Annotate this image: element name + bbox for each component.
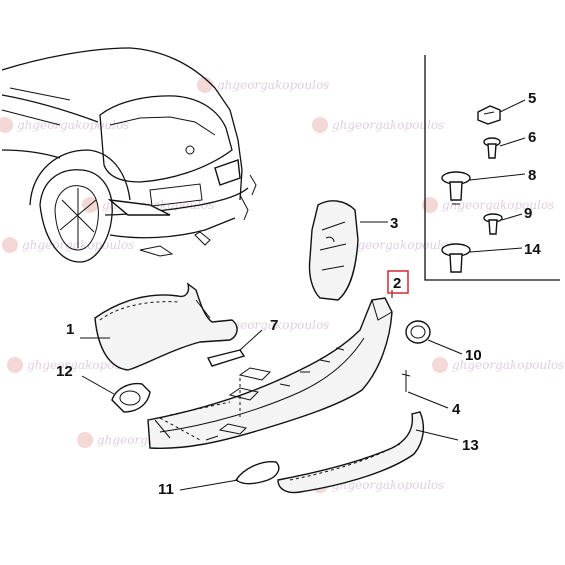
- callout-8: 8: [528, 167, 536, 184]
- inner-panel-1: [80, 282, 238, 371]
- exhaust-tip-12: [81, 375, 151, 413]
- car-rear-view: [1, 47, 257, 263]
- callout-labels: 5 6 8 9 14 3 2 1 7 10 12 4 13 11: [56, 90, 541, 498]
- callout-11: 11: [158, 481, 174, 498]
- screw-6: [483, 137, 501, 159]
- watermark-text: ghgeorgakopoulos: [217, 318, 329, 332]
- watermark-logo-icon: [2, 237, 18, 253]
- watermark-logo-icon: [312, 117, 328, 133]
- screw-9: [483, 213, 503, 235]
- clip-4: [401, 370, 449, 409]
- watermark-2: ghgeorgakopoulos: [312, 117, 444, 133]
- watermark-6: ghgeorgakopoulos: [2, 237, 134, 253]
- bracket-3: [308, 200, 388, 301]
- strip-7: [206, 329, 263, 367]
- watermark-logo-icon: [197, 77, 213, 93]
- cap-10: [405, 320, 463, 355]
- watermark-text: ghgeorgakopoulos: [332, 478, 444, 492]
- callout-14: 14: [524, 241, 541, 258]
- callout-13: 13: [462, 437, 479, 454]
- watermark-text: ghgeorgakopoulos: [342, 238, 454, 252]
- diffuser-13: [277, 411, 459, 494]
- callout-3: 3: [390, 215, 398, 232]
- watermark-1: ghgeorgakopoulos: [197, 77, 329, 93]
- watermark-10: ghgeorgakopoulos: [432, 357, 564, 373]
- watermark-logo-icon: [77, 432, 93, 448]
- callout-6: 6: [528, 129, 536, 146]
- callout-9: 9: [524, 205, 532, 222]
- fastener-inset: [424, 55, 560, 281]
- watermark-text: ghgeorgakopoulos: [452, 358, 564, 372]
- watermark-3: ghgeorgakopoulos: [0, 117, 129, 133]
- callout-5: 5: [528, 90, 536, 107]
- watermark-logo-icon: [7, 357, 23, 373]
- callout-2: 2: [393, 275, 401, 292]
- watermark-text: ghgeorgakopoulos: [217, 78, 329, 92]
- push-clip-14: [441, 243, 471, 273]
- watermark-layer: ghgeorgakopoulos ghgeorgakopoulos ghgeor…: [0, 77, 564, 493]
- highlight-box: [387, 270, 409, 294]
- callout-10: 10: [465, 347, 482, 364]
- watermark-text: ghgeorgakopoulos: [442, 198, 554, 212]
- watermark-logo-icon: [422, 197, 438, 213]
- watermark-5: ghgeorgakopoulos: [422, 197, 554, 213]
- watermark-logo-icon: [432, 357, 448, 373]
- callout-7: 7: [270, 317, 278, 334]
- watermark-text: ghgeorgakopoulos: [332, 118, 444, 132]
- watermark-logo-icon: [0, 117, 13, 133]
- rear-bumper-2: [147, 297, 393, 450]
- watermark-text: ghgeorgakopoulos: [17, 118, 129, 132]
- reflector-11: [179, 461, 280, 491]
- push-clip-8: [441, 171, 471, 205]
- clip-5: [477, 105, 501, 125]
- callout-1: 1: [66, 321, 74, 338]
- callout-12: 12: [56, 363, 73, 380]
- callout-4: 4: [452, 401, 461, 418]
